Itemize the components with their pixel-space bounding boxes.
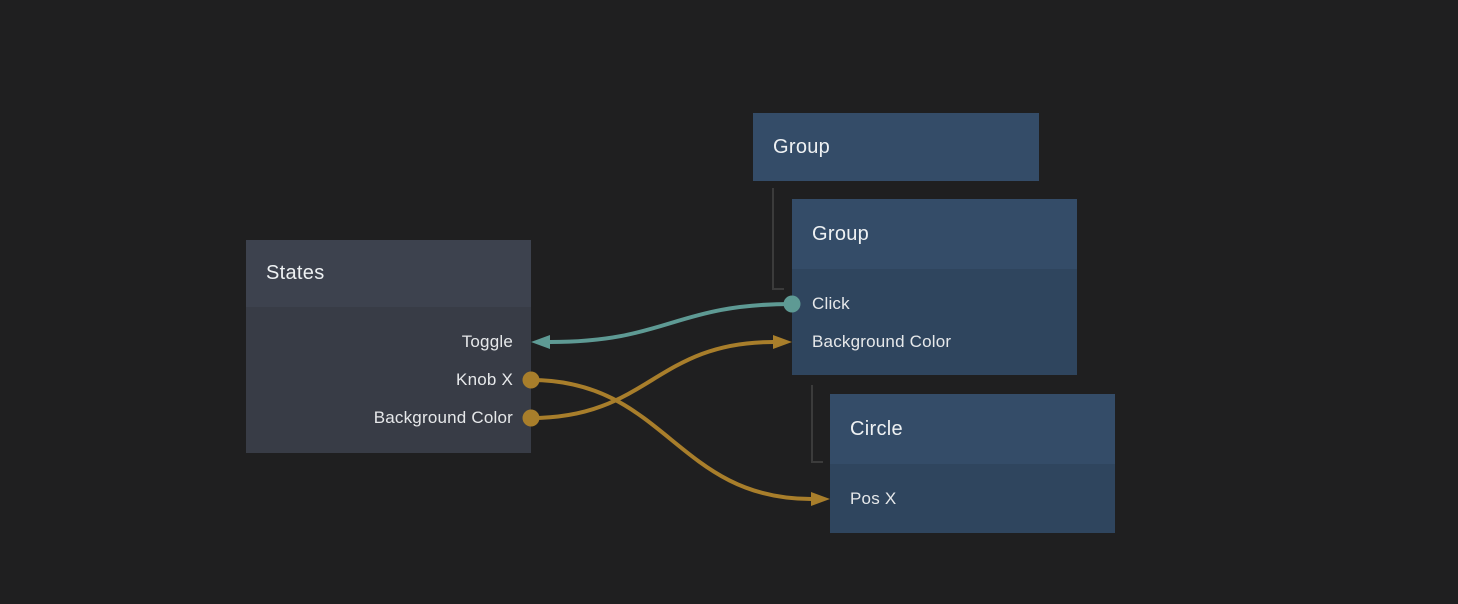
- connection-edge[interactable]: [529, 378, 813, 501]
- row-states-toggle-label: Toggle: [461, 332, 513, 351]
- node-states-title: States: [266, 262, 325, 284]
- node-states[interactable]: States Toggle Knob X Background Color: [246, 240, 531, 453]
- row-states-knobx[interactable]: Knob X: [246, 361, 531, 399]
- row-states-bgcolor[interactable]: Background Color: [246, 399, 531, 437]
- node-states-header[interactable]: States: [246, 240, 531, 307]
- node-group[interactable]: Group Click Background Color: [792, 199, 1077, 375]
- node-circle[interactable]: Circle Pos X: [830, 394, 1115, 533]
- row-states-toggle[interactable]: Toggle: [246, 323, 531, 361]
- node-group-title: Group: [812, 222, 870, 245]
- node-states-body: Toggle Knob X Background Color: [246, 307, 531, 453]
- node-circle-title: Circle: [850, 417, 903, 440]
- row-states-bgcolor-label: Background Color: [373, 408, 513, 427]
- row-group-click[interactable]: Click: [792, 285, 1077, 323]
- node-circle-header[interactable]: Circle: [830, 394, 1115, 464]
- tree-connector: [772, 188, 784, 290]
- connection-edge[interactable]: [529, 340, 775, 420]
- node-group-body: Click Background Color: [792, 269, 1077, 375]
- connection-edge[interactable]: [548, 302, 794, 344]
- tree-connector: [811, 385, 823, 463]
- row-group-bgcolor[interactable]: Background Color: [792, 323, 1077, 361]
- node-group-top-header[interactable]: Group: [753, 113, 1039, 181]
- arrowhead-icon: [531, 335, 550, 349]
- row-group-bgcolor-label: Background Color: [812, 332, 952, 351]
- row-circle-posx-label: Pos X: [850, 489, 897, 508]
- row-circle-posx[interactable]: Pos X: [830, 480, 1115, 518]
- node-group-top[interactable]: Group: [753, 113, 1039, 181]
- arrowhead-icon: [773, 335, 792, 349]
- node-group-top-title: Group: [773, 135, 831, 158]
- arrowhead-icon: [811, 492, 830, 506]
- row-group-click-label: Click: [812, 294, 850, 313]
- node-group-header[interactable]: Group: [792, 199, 1077, 269]
- row-states-knobx-label: Knob X: [456, 370, 513, 389]
- node-circle-body: Pos X: [830, 464, 1115, 533]
